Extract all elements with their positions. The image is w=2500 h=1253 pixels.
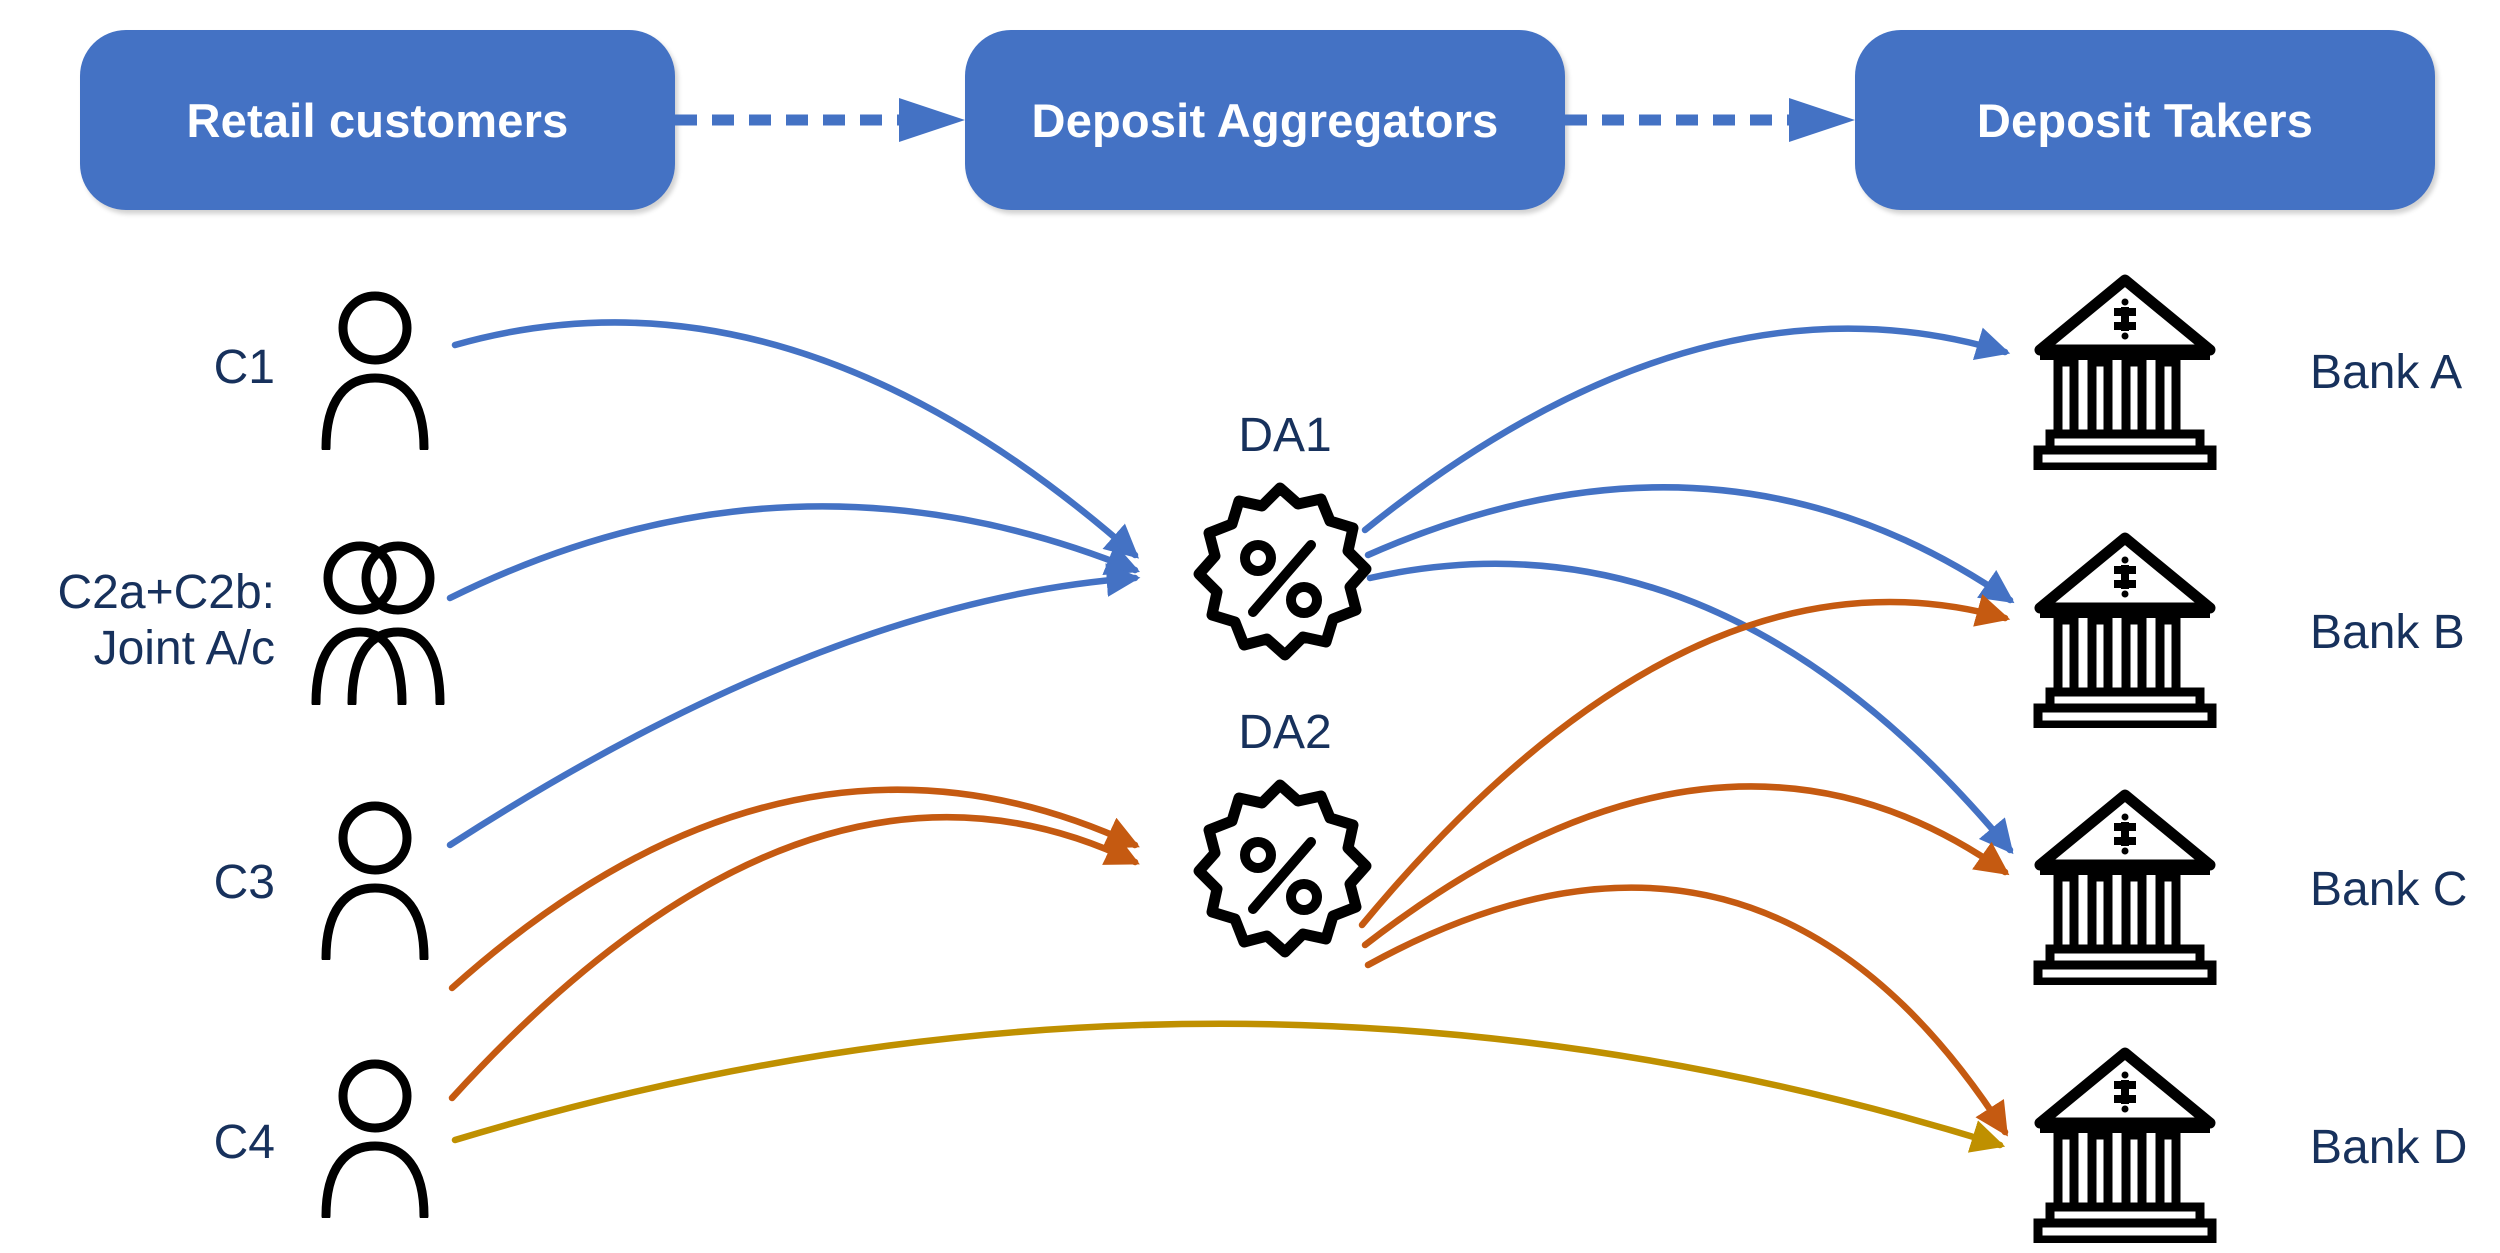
person-icon-c1 <box>321 291 429 450</box>
flow-curve-c2-to-da1 <box>446 503 1141 602</box>
customer-label-c4: C4 <box>213 1116 275 1169</box>
stage-box-label: Deposit Takers <box>1976 93 2314 147</box>
customer-label-c1: C1 <box>213 341 275 394</box>
aggregator-label-da2: DA2 <box>1238 706 1332 759</box>
percent-badge-icon-da1 <box>1193 482 1372 661</box>
stage-box-deposit-aggregators[interactable]: Deposit Aggregators <box>965 30 1565 210</box>
flow-curve-da2-to-bankc <box>1361 783 2010 949</box>
stage-box-deposit-takers[interactable]: Deposit Takers <box>1855 30 2435 210</box>
bank-icon-c <box>2033 789 2217 985</box>
flow-curve-c3-to-da2 <box>448 786 1140 992</box>
flow-curve-c1-to-da1 <box>451 319 1140 559</box>
bank-label-b: Bank B <box>2310 606 2465 659</box>
flow-curve-c3-to-da1 <box>446 563 1141 849</box>
flow-curve-da1-to-bankc <box>1366 560 2014 855</box>
flow-curve-da2-to-bankd <box>1364 884 2009 1137</box>
stage-box-retail-customers[interactable]: Retail customers <box>80 30 675 210</box>
flow-curve-c4-to-bankd <box>451 1020 2006 1153</box>
flow-curve-da2-to-bankb <box>1358 594 2011 929</box>
flow-curve-da1-to-banka <box>1361 325 2011 534</box>
bank-icon-b <box>2033 532 2217 728</box>
person-icon-c3 <box>321 801 429 960</box>
dashed-arrow-icon-aggregators-to-takers <box>1565 98 1855 142</box>
percent-badge-icon-da2 <box>1193 779 1372 958</box>
flow-curve-da1-to-bankb <box>1364 484 2015 604</box>
stage-box-label: Retail customers <box>186 93 569 147</box>
customer-label-c2: C2a+C2b: Joint A/c <box>57 566 275 676</box>
two-persons-icon-c2 <box>311 541 445 705</box>
bank-label-d: Bank D <box>2310 1121 2468 1174</box>
bank-icon-a <box>2033 274 2217 470</box>
bank-label-c: Bank C <box>2310 863 2468 916</box>
stage-box-label: Deposit Aggregators <box>1031 93 1499 147</box>
bank-label-a: Bank A <box>2310 346 2463 399</box>
aggregator-label-da1: DA1 <box>1238 409 1332 462</box>
flow-curve-c4-to-da2 <box>448 813 1140 1102</box>
dashed-arrow-icon-retail-to-aggregators <box>675 98 965 142</box>
person-icon-c4 <box>321 1059 429 1218</box>
bank-icon-d <box>2033 1047 2217 1243</box>
customer-label-c3: C3 <box>213 856 275 909</box>
